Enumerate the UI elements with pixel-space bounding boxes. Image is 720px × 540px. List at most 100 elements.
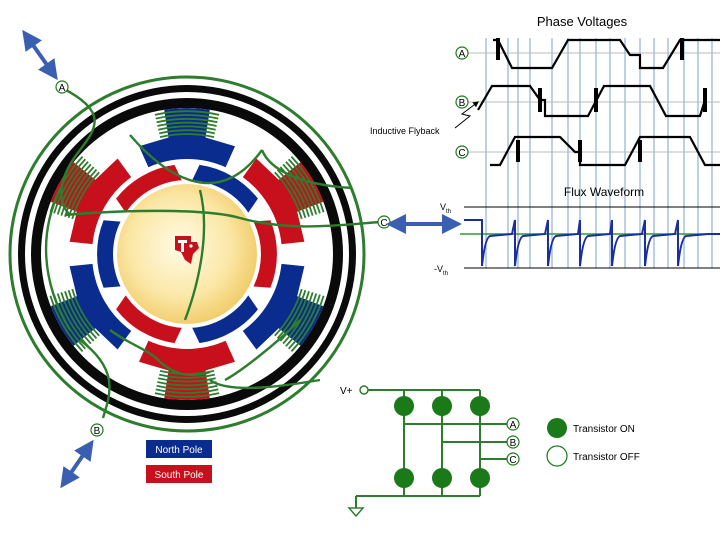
coil-turn [71,288,100,337]
stator-pole-1 [139,108,235,168]
phase-a-trace: A [455,38,720,70]
phase-b-waveform [477,84,707,118]
coil-turn [155,114,219,120]
flux-waveform-panel: Flux Waveform Vth -Vth [434,185,720,277]
phase-c-trace: C [455,135,720,167]
rotor-magnets [97,164,277,344]
coil-turn [288,158,321,214]
flux-trace [464,219,720,267]
coil-turn [155,388,219,394]
coil-turn [156,384,218,390]
transistor-a-high [394,396,414,416]
inverter-circuit: V+ A B C [340,385,520,518]
phase-a-marker [455,46,469,60]
coil-turn [276,168,307,219]
phase-voltages-title: Phase Voltages [537,14,628,29]
coil-turn [285,293,318,347]
transistor-c-high [470,396,490,416]
transistor-on-swatch [547,418,567,438]
phase-voltages-panel: Phase Voltages A B Inductive Flyback [370,14,720,268]
pole-shoe [50,158,132,245]
coil-turn [158,373,216,379]
vth-positive-label: Vth [440,202,451,215]
coil-turn [274,171,303,220]
coil-turn [282,163,314,216]
motor-cross-section: A B C [8,29,462,489]
coil-turn [60,163,92,216]
flux-waveform-title: Flux Waveform [564,185,644,199]
winding-wires [44,86,381,419]
coil-turn [64,291,95,342]
coil-turn [276,289,307,340]
stator-pole-4 [139,340,235,400]
coil-turn [279,291,310,342]
south-pole-label: South Pole [155,470,204,481]
north-pole-swatch [146,440,212,458]
coil-turn [67,289,98,340]
phase-c-marker [455,145,469,159]
coil-turn [71,171,100,220]
coil-turn [49,295,84,353]
stator-poles [49,108,325,400]
stator-pole-5 [49,263,132,353]
coil-turn [56,161,89,215]
transistor-on-label: Transistor ON [573,424,635,435]
outer-winding-loop [8,75,366,433]
terminal-b-arrow [60,439,94,489]
flyback-pointer [454,101,479,129]
supply-node [359,385,369,395]
coil-turn [159,133,215,138]
terminal-b-label: B [94,426,101,437]
coil-turn [154,392,220,398]
coil-turn [290,295,325,353]
phase-c-label: C [458,148,465,159]
terminal-b [90,423,104,437]
coil-turn [53,158,86,214]
timing-gridlines [485,38,713,268]
terminal-a [55,80,69,94]
phase-b-trace: B [455,84,720,118]
pole-shoe [139,340,235,400]
coil-turn [282,292,314,345]
coil-turn [274,288,303,337]
output-a-label: A [510,420,517,431]
phase-b-marker [455,95,469,109]
coil-turn [158,125,216,131]
pole-shoe [50,263,132,350]
north-pole-label: North Pole [155,445,203,456]
transistor-b-high [432,396,452,416]
rotor-magnet-3 [192,295,258,344]
coil-turn [158,129,216,135]
terminal-a-arrow [22,29,58,81]
pole-shoe [139,108,235,168]
rotor-magnet-2 [253,220,277,288]
rotor-magnet-5 [97,220,121,288]
pole-legend: North Pole South Pole [146,440,212,483]
coil-turn [60,292,92,345]
supply-label: V+ [340,386,353,397]
transistor-a-low [394,468,414,488]
terminal-a-label: A [59,83,66,94]
south-pole-swatch [146,465,212,483]
output-b-label: B [510,438,517,449]
coil-turn [157,121,217,127]
inductive-flyback-label: Inductive Flyback [370,126,440,136]
ground-icon [347,507,365,518]
vth-negative-label: -Vth [434,264,448,277]
output-c-label: C [509,455,516,466]
coil-turn [288,294,321,350]
coil-turn [154,110,220,116]
coil-turn [64,166,95,217]
transistor-off-swatch [546,445,568,467]
rotor-magnet-6 [116,164,182,213]
stator-pole-3 [242,263,325,353]
terminal-c-label: C [380,218,387,229]
pole-shoe [242,263,324,350]
coil-turn [279,166,310,217]
phase-b-label: B [459,98,466,109]
transistor-legend: Transistor ON Transistor OFF [546,418,640,467]
output-c-node [506,452,520,466]
phase-a-waveform [493,38,720,70]
transistor-b-low [432,468,452,488]
